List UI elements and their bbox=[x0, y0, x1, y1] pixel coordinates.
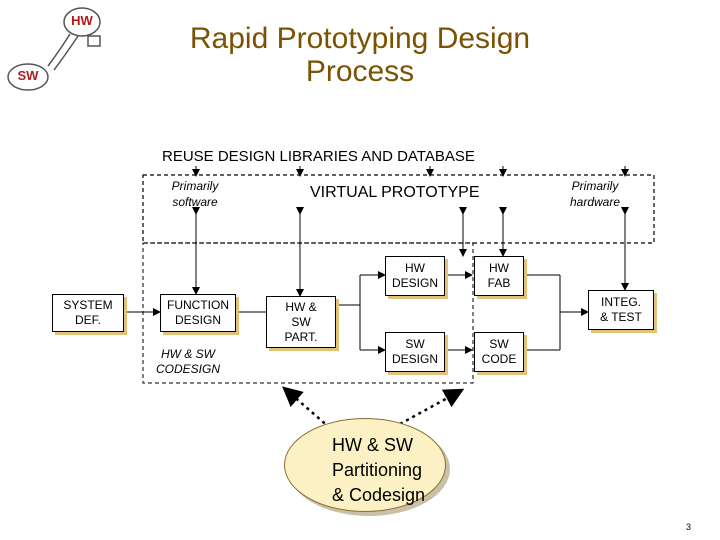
ellipse-line: & Codesign bbox=[332, 485, 426, 505]
logo-sw-label: SW bbox=[17, 68, 39, 83]
box-line: SW bbox=[405, 337, 425, 351]
box-line: INTEG. bbox=[600, 295, 641, 309]
ellipse-line: Partitioning bbox=[332, 460, 423, 480]
partitioning-codesign-ellipse bbox=[284, 418, 446, 512]
integ-test-box: INTEG.& TEST bbox=[588, 290, 654, 330]
box-line: DESIGN bbox=[174, 313, 221, 327]
handcuff-logo-icon bbox=[7, 7, 101, 91]
box-line: SW bbox=[291, 314, 311, 329]
note-line: Primarily bbox=[571, 179, 619, 193]
primarily-software-note: Primarily software bbox=[160, 178, 230, 210]
box-line: DESIGN bbox=[391, 276, 438, 290]
box-line: DESIGN bbox=[391, 352, 438, 366]
note-line: HW & SW bbox=[161, 347, 215, 361]
page-title: Rapid Prototyping Design Process bbox=[130, 22, 590, 88]
box-line: PART. bbox=[284, 329, 318, 344]
ellipse-line: HW & SW bbox=[332, 435, 413, 455]
box-line: HW bbox=[489, 261, 509, 275]
note-line: Primarily bbox=[171, 179, 219, 193]
box-line: SW bbox=[489, 337, 509, 351]
note-line: hardware bbox=[569, 195, 621, 209]
box-line: SYSTEM bbox=[63, 298, 113, 312]
note-line: software bbox=[172, 195, 218, 209]
reuse-libraries-label: REUSE DESIGN LIBRARIES AND DATABASE bbox=[162, 148, 475, 165]
title-line-2: Process bbox=[305, 55, 415, 88]
box-line: FAB bbox=[487, 276, 511, 290]
logo-hw-label: HW bbox=[71, 13, 93, 28]
note-line: CODESIGN bbox=[155, 362, 220, 376]
box-line: FUNCTION bbox=[167, 298, 229, 312]
box-line: CODE bbox=[481, 352, 517, 366]
title-line-1: Rapid Prototyping Design bbox=[189, 22, 531, 55]
partitioning-codesign-label: HW & SW Partitioning & Codesign bbox=[332, 433, 425, 508]
box-line: HW bbox=[404, 261, 425, 275]
virtual-prototype-label: VIRTUAL PROTOTYPE bbox=[310, 184, 480, 201]
hw-sw-codesign-note: HW & SW CODESIGN bbox=[146, 347, 230, 377]
page-number: 3 bbox=[686, 522, 692, 532]
primarily-hardware-note: Primarily hardware bbox=[558, 178, 632, 210]
box-line: DEF. bbox=[74, 313, 101, 327]
box-line: HW & bbox=[285, 299, 317, 314]
codesign-region-frame bbox=[142, 242, 474, 384]
box-line: & TEST bbox=[600, 310, 642, 324]
